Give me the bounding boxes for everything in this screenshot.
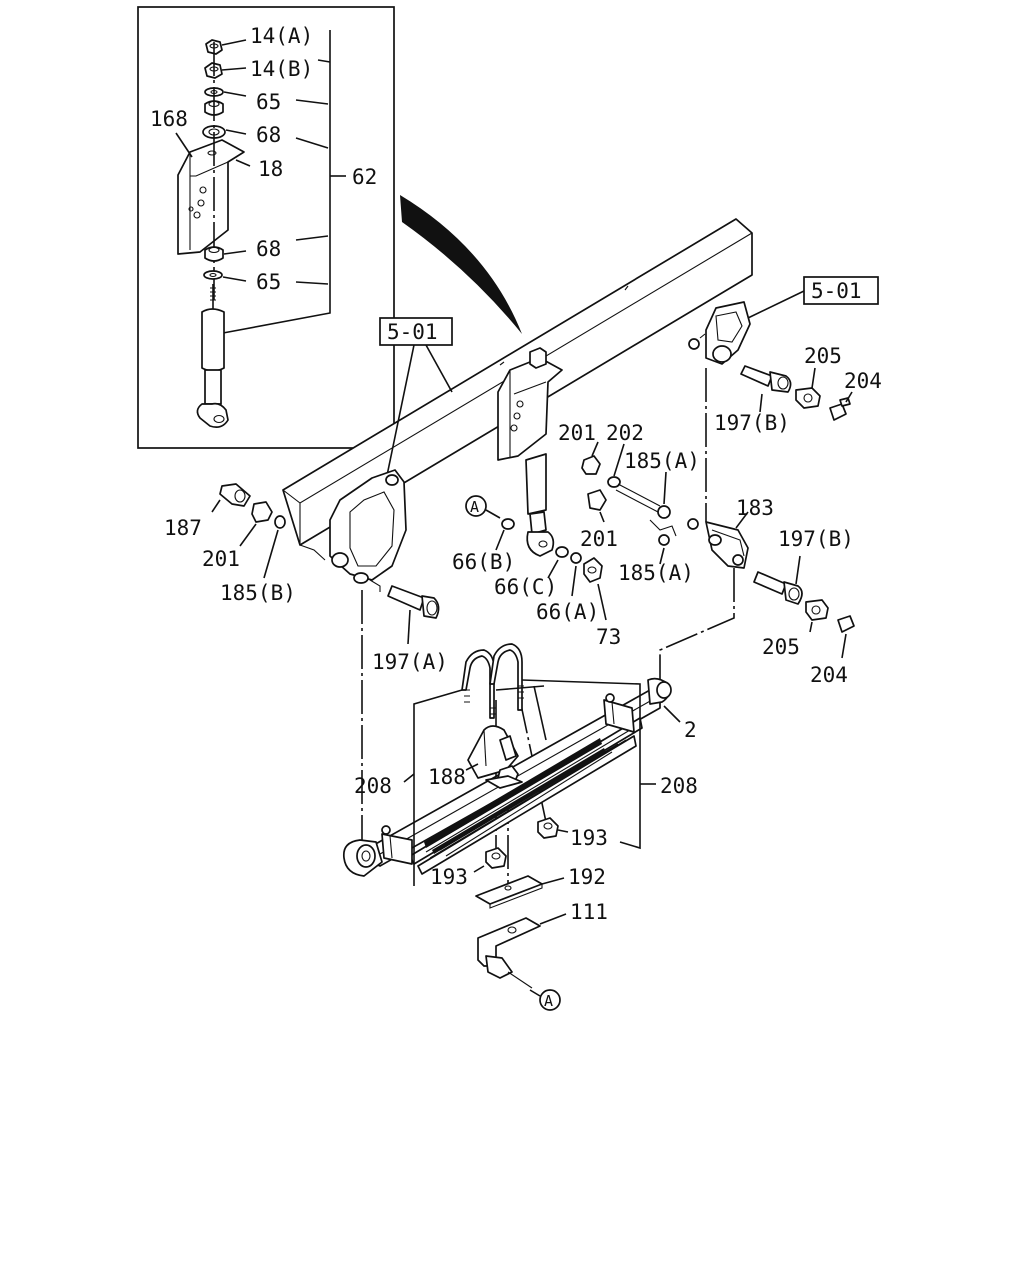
circle-a-bottom: A — [539, 989, 561, 1011]
label-197b-right: 197(B) — [778, 527, 854, 551]
label-66a: 66(A) — [536, 600, 599, 624]
frame-shock-bracket — [497, 347, 563, 461]
rear-hanger-bracket — [688, 301, 751, 365]
label-14b: 14(B) — [250, 57, 313, 81]
shock-bracket-18 — [177, 139, 245, 255]
label-65-bottom: 65 — [256, 270, 281, 294]
center-nut — [485, 765, 523, 789]
label-192: 192 — [568, 865, 606, 889]
plate-192 — [475, 875, 543, 909]
label-68-bottom: 68 — [256, 237, 281, 261]
shackle-183 — [687, 518, 749, 569]
nut-193-right — [537, 817, 559, 839]
label-73: 73 — [596, 625, 621, 649]
label-18: 18 — [258, 157, 283, 181]
ref-5-01-left: 5-01 — [379, 317, 453, 346]
washer-66a — [570, 552, 582, 564]
bolt-assembly-202 — [581, 455, 671, 546]
label-65-top: 65 — [256, 90, 281, 114]
label-62: 62 — [352, 165, 377, 189]
ref-5-01-left-text: 5-01 — [387, 320, 438, 344]
label-188: 188 — [428, 765, 466, 789]
label-205-top: 205 — [804, 344, 842, 368]
u-bolt-left — [461, 649, 496, 719]
shock-absorber — [196, 284, 229, 428]
front-hanger-bracket — [329, 469, 407, 592]
nut-205-bottom — [805, 599, 829, 621]
grease-nipple-204-bottom — [837, 615, 855, 633]
inset-pointer — [400, 195, 522, 334]
grease-nipple-187 — [219, 483, 251, 507]
u-bolt-right — [489, 643, 524, 711]
bracket-208-right — [495, 679, 641, 850]
main-shock-body — [525, 453, 555, 557]
washer-66b — [501, 518, 515, 530]
ref-5-01-right-text: 5-01 — [811, 279, 862, 303]
label-204-bottom: 204 — [810, 663, 848, 687]
bracket-62 — [222, 30, 331, 334]
nut-201-left — [251, 501, 273, 523]
label-193-left: 193 — [430, 865, 468, 889]
label-197b-top: 197(B) — [714, 411, 790, 435]
label-168: 168 — [150, 107, 188, 131]
nut-193-left — [485, 847, 507, 869]
label-2: 2 — [684, 718, 697, 742]
label-111: 111 — [570, 900, 608, 924]
nut-73 — [583, 557, 603, 583]
label-185b: 185(B) — [220, 581, 296, 605]
nut-205-top — [795, 387, 821, 409]
bushing-68-bottom — [204, 246, 224, 262]
washer-185b — [274, 515, 286, 529]
label-14a: 14(A) — [250, 24, 313, 48]
label-66c: 66(C) — [494, 575, 557, 599]
label-201-left: 201 — [202, 547, 240, 571]
label-197a: 197(A) — [372, 650, 448, 674]
spring-seat-188 — [467, 725, 519, 779]
inset-panel: 14(A) 14(B) 65 168 68 18 62 68 65 — [137, 6, 395, 449]
ref-5-01-right: 5-01 — [803, 276, 879, 305]
label-185a-top: 185(A) — [624, 449, 700, 473]
label-201-mid: 201 — [580, 527, 618, 551]
label-204-top: 204 — [844, 369, 882, 393]
label-202: 202 — [606, 421, 644, 445]
bolt-197b-top — [740, 365, 792, 393]
label-208-left: 208 — [354, 774, 392, 798]
label-187: 187 — [164, 516, 202, 540]
washer-66c — [555, 546, 569, 558]
label-68-top: 68 — [256, 123, 281, 147]
label-208-right: 208 — [660, 774, 698, 798]
centerline-rear-lower — [659, 568, 735, 684]
label-183: 183 — [736, 496, 774, 520]
bolt-197a — [387, 585, 440, 619]
bracket-208-left — [413, 689, 463, 886]
bracket-111 — [477, 917, 541, 989]
bolt-197b-right — [753, 571, 803, 605]
circle-a-bottom-text: A — [544, 992, 553, 1010]
label-201-top: 201 — [558, 421, 596, 445]
label-193-right: 193 — [570, 826, 608, 850]
label-205-bottom: 205 — [762, 635, 800, 659]
washer-65-bottom — [203, 270, 223, 280]
label-66b: 66(B) — [452, 550, 515, 574]
circle-a-top: A — [465, 495, 487, 517]
circle-a-top-text: A — [470, 498, 479, 516]
label-185a-bottom: 185(A) — [618, 561, 694, 585]
